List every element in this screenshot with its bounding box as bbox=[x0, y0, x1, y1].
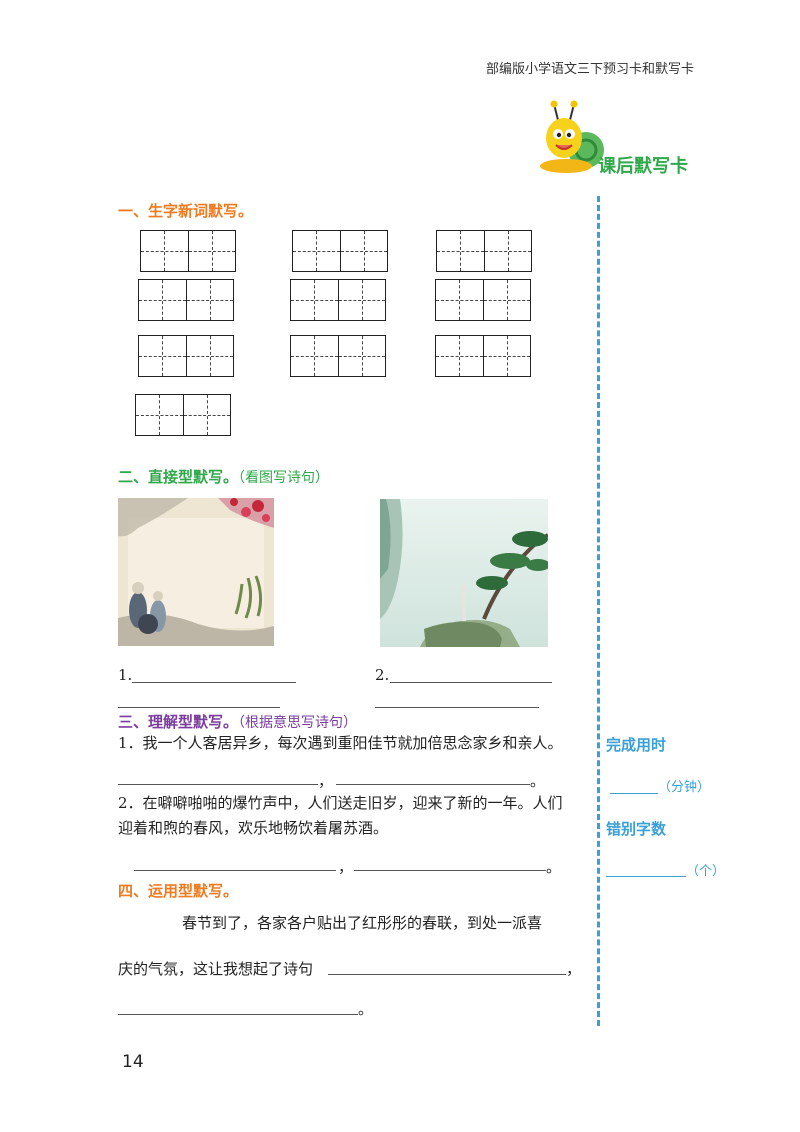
answer-line[interactable] bbox=[118, 784, 318, 785]
q2-comma: ， bbox=[338, 858, 354, 876]
section3-q1: 1．我一个人客居异乡，每次遇到重阳佳节就加倍思念家乡和亲人。 bbox=[118, 734, 563, 752]
tianzi-grid[interactable] bbox=[292, 230, 388, 272]
section3-q2-line1: 2．在噼噼啪啪的爆竹声中，人们送走旧岁，迎来了新的一年。人们 bbox=[118, 794, 563, 812]
section3-title-text: 三、理解型默写。 bbox=[118, 713, 239, 731]
answer-line[interactable] bbox=[132, 682, 296, 683]
time-label: 完成用时 bbox=[606, 736, 667, 754]
snail-mascot-icon bbox=[540, 100, 604, 173]
section4-title: 四、运用型默写。 bbox=[118, 882, 239, 900]
item2-number: 2. bbox=[375, 666, 390, 684]
time-input-line[interactable] bbox=[610, 793, 658, 794]
section2-note: （看图写诗句） bbox=[238, 470, 330, 486]
errors-unit: （个） bbox=[686, 864, 726, 879]
tianzi-grid[interactable] bbox=[435, 335, 531, 377]
errors-label: 错别字数 bbox=[606, 820, 667, 838]
answer-line[interactable] bbox=[118, 1014, 358, 1015]
vertical-divider bbox=[597, 196, 600, 1026]
section1-title: 一、生字新词默写。 bbox=[118, 202, 254, 220]
answer-line[interactable] bbox=[328, 974, 566, 975]
errors-input-line[interactable] bbox=[606, 876, 686, 877]
answer-line[interactable] bbox=[375, 707, 539, 708]
q2-period: 。 bbox=[546, 858, 562, 876]
time-unit: （分钟） bbox=[658, 780, 711, 795]
q1-comma: ， bbox=[318, 772, 334, 790]
section2-title: 二、直接型默写。（看图写诗句） bbox=[118, 466, 329, 487]
answer-line[interactable] bbox=[354, 870, 546, 871]
section3-title: 三、理解型默写。（根据意思写诗句） bbox=[118, 711, 357, 732]
tianzi-grid[interactable] bbox=[138, 335, 234, 377]
poem-illustration-1 bbox=[118, 498, 274, 646]
tianzi-grid[interactable] bbox=[135, 394, 231, 436]
section2-title-text: 二、直接型默写。 bbox=[118, 468, 239, 486]
answer-line[interactable] bbox=[134, 870, 336, 871]
book-title: 部编版小学语文三下预习卡和默写卡 bbox=[486, 62, 695, 77]
answer-line[interactable] bbox=[336, 784, 530, 785]
answer-line[interactable] bbox=[390, 682, 552, 683]
section4-para-line2: 庆的气氛，这让我想起了诗句 bbox=[118, 960, 314, 978]
section3-q2-line2: 迎着和煦的春风，欢乐地畅饮着屠苏酒。 bbox=[118, 819, 389, 837]
item1-number: 1. bbox=[118, 666, 133, 684]
tianzi-grid[interactable] bbox=[138, 279, 234, 321]
tianzi-grid[interactable] bbox=[290, 279, 386, 321]
page-number: 14 bbox=[122, 1052, 144, 1072]
section4-period: 。 bbox=[358, 1000, 374, 1018]
poem-illustration-2 bbox=[380, 499, 548, 647]
section4-para-line1: 春节到了，各家各户贴出了红彤彤的春联，到处一派喜 bbox=[182, 914, 543, 932]
section4-comma: ， bbox=[566, 960, 582, 978]
q1-period: 。 bbox=[530, 772, 546, 790]
tianzi-grid[interactable] bbox=[140, 230, 236, 272]
card-title: 课后默写卡 bbox=[598, 156, 688, 177]
answer-line[interactable] bbox=[118, 707, 280, 708]
section3-note: （根据意思写诗句） bbox=[238, 715, 358, 731]
tianzi-grid[interactable] bbox=[436, 230, 532, 272]
tianzi-grid[interactable] bbox=[290, 335, 386, 377]
tianzi-grid[interactable] bbox=[435, 279, 531, 321]
